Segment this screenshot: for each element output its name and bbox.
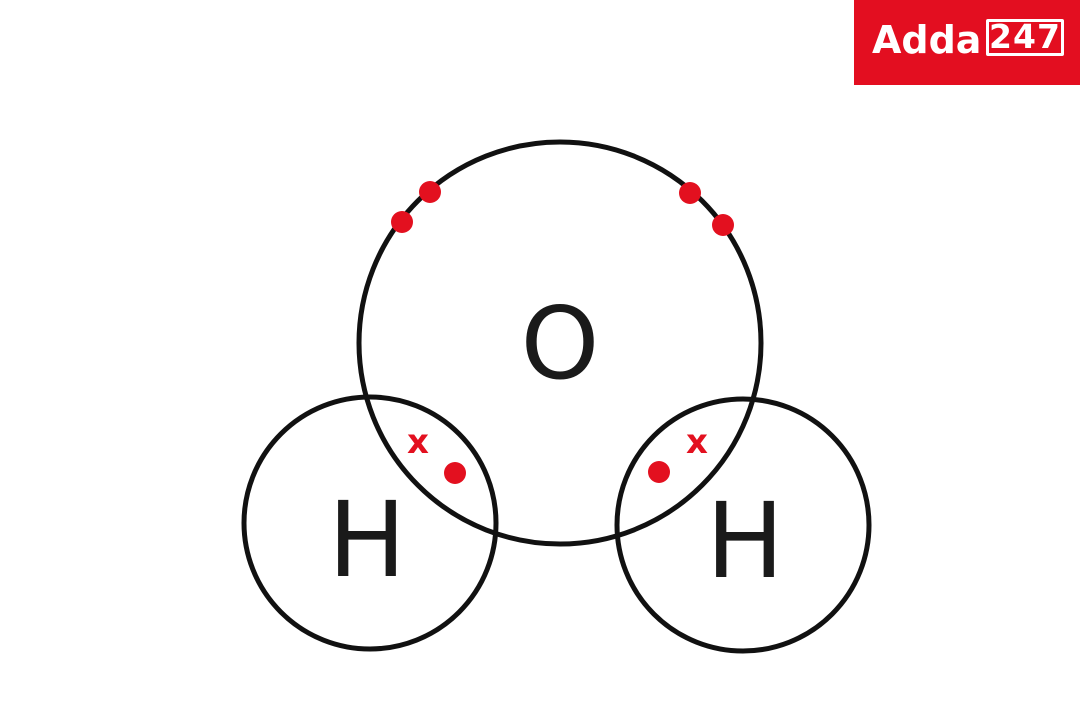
oxygen-shell [356,139,764,547]
shared-electron-right-dot [648,461,670,483]
lone-pair-right-electron-1 [679,182,701,204]
oxygen-symbol: O [521,285,600,402]
lone-pair-left-electron-2 [391,211,413,233]
brand-number: 247 [986,19,1064,56]
hydrogen-right-symbol: H [706,480,784,602]
shared-electron-left-dot [444,462,466,484]
shared-electron-left-x: x [407,422,429,462]
hydrogen-right-shell [614,396,872,654]
lone-pair-left-electron-1 [419,181,441,203]
hydrogen-left-shell [241,394,499,652]
hydrogen-left-symbol: H [328,479,406,601]
brand-logo [854,0,1080,85]
shared-electron-right-x: x [686,422,708,462]
lone-pair-right-electron-2 [712,214,734,236]
brand-name: Adda [872,18,982,62]
